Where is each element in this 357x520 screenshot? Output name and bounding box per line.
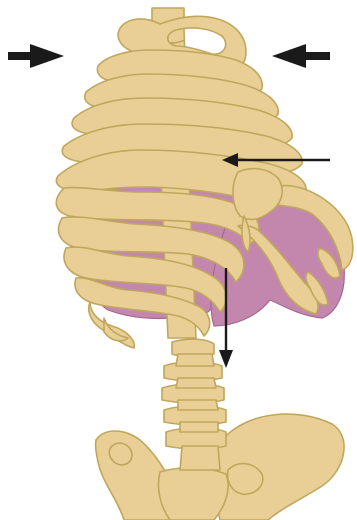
lumbar-body-2 — [176, 378, 216, 388]
right-ilium — [214, 414, 344, 520]
lumbar-spine — [162, 339, 226, 470]
lumbar-body — [176, 354, 214, 366]
lumbar-body-5 — [180, 446, 220, 470]
sacrum — [158, 468, 228, 520]
left-compression-arrow — [8, 44, 64, 68]
lumbar-body-3 — [178, 400, 218, 410]
lumbar-body-4 — [180, 422, 218, 432]
right-compression-arrow — [272, 44, 330, 68]
